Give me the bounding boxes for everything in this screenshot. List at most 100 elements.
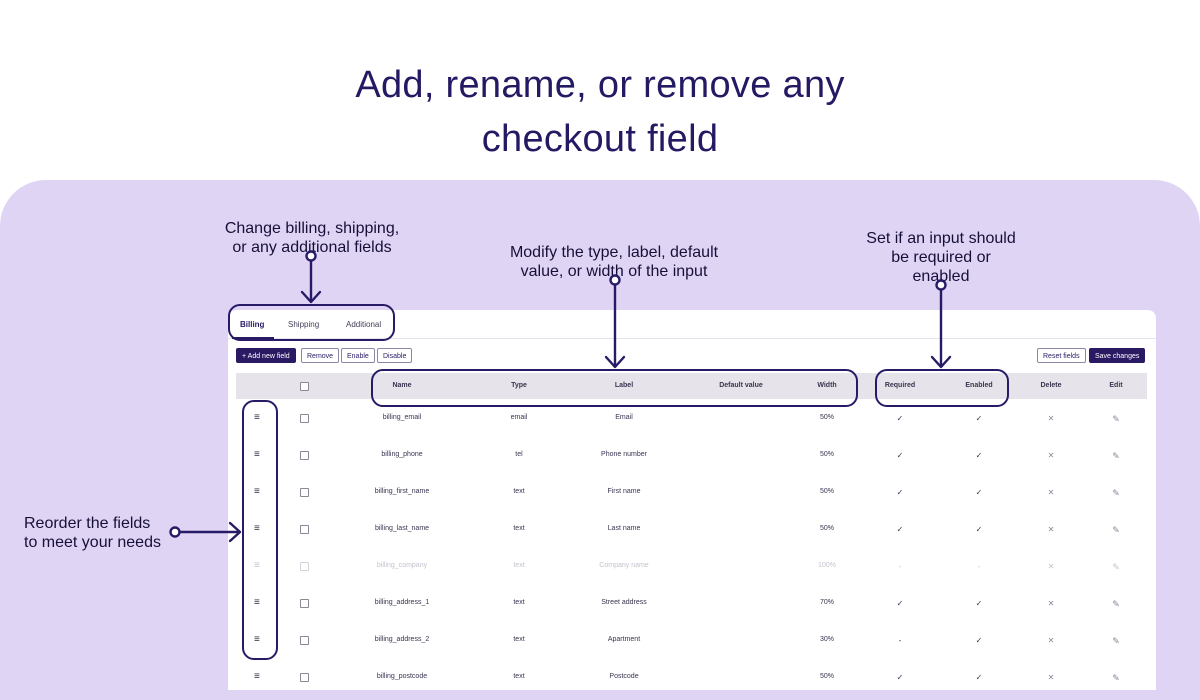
edit-pencil-icon[interactable]: ✎	[1112, 673, 1120, 683]
drag-handle-icon[interactable]: ≡	[254, 671, 260, 682]
check-icon[interactable]: ✓	[896, 414, 904, 423]
row-checkbox[interactable]	[300, 525, 309, 534]
check-icon[interactable]: ✓	[896, 451, 904, 460]
column-name: Name	[392, 382, 412, 389]
delete-x-icon[interactable]: ✕	[1047, 673, 1055, 682]
cell-name: billing_first_name	[374, 488, 430, 495]
column-label: Label	[614, 382, 634, 389]
save-changes-button[interactable]: Save changes	[1089, 348, 1146, 363]
cell-width: 100%	[818, 562, 836, 569]
cell-type: email	[510, 414, 528, 421]
edit-pencil-icon[interactable]: ✎	[1112, 562, 1120, 572]
row-checkbox[interactable]	[300, 636, 309, 645]
checkout-fields-panel: Billing Shipping Additional + Add new fi…	[228, 310, 1156, 690]
annotation-required-line-2: be required or	[891, 249, 991, 266]
edit-pencil-icon[interactable]: ✎	[1112, 488, 1120, 498]
cell-label: Apartment	[607, 636, 641, 643]
table-header: Name Type Label Default value Width Requ…	[236, 373, 1147, 399]
drag-handle-icon[interactable]: ≡	[254, 486, 260, 497]
annotation-reorder-line-2: to meet your needs	[24, 534, 161, 551]
tab-shipping[interactable]: Shipping	[288, 320, 320, 329]
cell-width: 70%	[819, 599, 835, 606]
edit-pencil-icon[interactable]: ✎	[1112, 636, 1120, 646]
row-checkbox[interactable]	[300, 562, 309, 571]
drag-handle-icon[interactable]: ≡	[254, 560, 260, 571]
annotation-required: Set if an input should be required or en…	[831, 229, 1051, 286]
annotation-required-line-3: enabled	[912, 268, 970, 285]
annotation-required-line-1: Set if an input should	[866, 230, 1016, 247]
column-required: Required	[884, 382, 916, 389]
tab-billing[interactable]: Billing	[240, 320, 265, 329]
cell-required[interactable]: -	[898, 636, 902, 645]
delete-x-icon[interactable]: ✕	[1047, 636, 1055, 645]
annotation-columns: Modify the type, label, default value, o…	[474, 243, 754, 281]
check-icon[interactable]: ✓	[975, 488, 983, 497]
cell-required[interactable]: -	[898, 562, 902, 571]
row-checkbox[interactable]	[300, 414, 309, 423]
drag-handle-icon[interactable]: ≡	[254, 597, 260, 608]
delete-x-icon[interactable]: ✕	[1047, 414, 1055, 423]
drag-handle-icon[interactable]: ≡	[254, 412, 260, 423]
check-icon[interactable]: ✓	[975, 599, 983, 608]
active-tab-indicator	[232, 337, 274, 339]
check-icon[interactable]: ✓	[975, 525, 983, 534]
cell-width: 50%	[819, 525, 835, 532]
check-icon[interactable]: ✓	[975, 414, 983, 423]
check-icon[interactable]: ✓	[896, 673, 904, 682]
annotation-tabs: Change billing, shipping, or any additio…	[196, 219, 428, 257]
delete-x-icon[interactable]: ✕	[1047, 525, 1055, 534]
delete-x-icon[interactable]: ✕	[1047, 488, 1055, 497]
remove-button[interactable]: Remove	[301, 348, 340, 363]
cell-label: Email	[615, 414, 633, 421]
annotation-reorder: Reorder the fields to meet your needs	[24, 514, 174, 552]
cell-name: billing_email	[382, 414, 422, 421]
cell-width: 50%	[819, 414, 835, 421]
drag-handle-icon[interactable]: ≡	[254, 523, 260, 534]
annotation-columns-line-1: Modify the type, label, default	[509, 244, 719, 261]
cell-type: tel	[515, 451, 523, 458]
check-icon[interactable]: ✓	[896, 599, 904, 608]
tabs-highlight	[228, 304, 395, 341]
edit-pencil-icon[interactable]: ✎	[1112, 414, 1120, 424]
delete-x-icon[interactable]: ✕	[1047, 599, 1055, 608]
row-checkbox[interactable]	[300, 599, 309, 608]
check-icon[interactable]: ✓	[975, 451, 983, 460]
column-default-value: Default value	[719, 382, 763, 389]
row-checkbox[interactable]	[300, 673, 309, 682]
check-icon[interactable]: ✓	[975, 636, 983, 645]
cell-width: 50%	[819, 673, 835, 680]
row-checkbox[interactable]	[300, 451, 309, 460]
reset-fields-button[interactable]: Reset fields	[1037, 348, 1086, 363]
check-icon[interactable]: ✓	[896, 488, 904, 497]
headline-line-2: checkout field	[481, 118, 719, 160]
drag-handles-highlight	[242, 400, 278, 660]
add-new-field-button[interactable]: + Add new field	[236, 348, 296, 363]
cell-width: 50%	[819, 451, 835, 458]
drag-handle-icon[interactable]: ≡	[254, 634, 260, 645]
select-all-checkbox[interactable]	[300, 382, 309, 391]
delete-x-icon[interactable]: ✕	[1047, 451, 1055, 460]
enable-button[interactable]: Enable	[341, 348, 375, 363]
drag-handle-icon[interactable]: ≡	[254, 449, 260, 460]
edit-pencil-icon[interactable]: ✎	[1112, 599, 1120, 609]
cell-type: text	[513, 673, 525, 680]
row-checkbox[interactable]	[300, 488, 309, 497]
cell-name: billing_phone	[381, 451, 423, 458]
cell-enabled[interactable]: -	[977, 562, 981, 571]
edit-pencil-icon[interactable]: ✎	[1112, 525, 1120, 535]
cell-label: Last name	[607, 525, 641, 532]
cell-label: Phone number	[601, 451, 647, 458]
tab-additional[interactable]: Additional	[346, 320, 382, 329]
check-icon[interactable]: ✓	[975, 673, 983, 682]
check-icon[interactable]: ✓	[896, 525, 904, 534]
delete-x-icon[interactable]: ✕	[1047, 562, 1055, 571]
edit-pencil-icon[interactable]: ✎	[1112, 451, 1120, 461]
disable-button[interactable]: Disable	[377, 348, 413, 363]
table-row: ≡ billing_phone tel Phone number 50% ✓ ✓ ✕ ✎	[236, 449, 1147, 488]
annotation-reorder-line-1: Reorder the fields	[24, 515, 151, 532]
cell-name: billing_postcode	[376, 673, 428, 680]
